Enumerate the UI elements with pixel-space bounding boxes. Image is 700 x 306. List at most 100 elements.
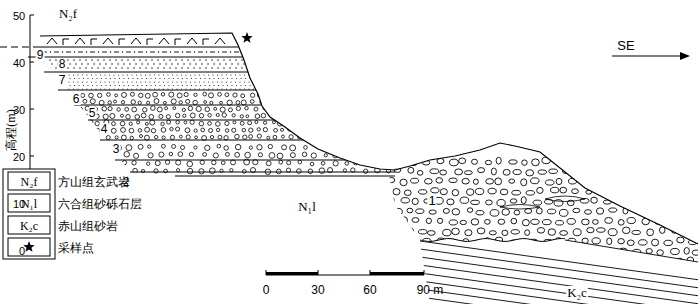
gravel-pebble — [333, 161, 338, 166]
sand-dot — [163, 59, 164, 60]
gravel-pebble — [599, 170, 605, 174]
fine-dot — [132, 82, 133, 83]
label-holder: 9 — [36, 46, 45, 62]
gravel-pebble — [597, 250, 602, 254]
gravel-pebble — [416, 209, 424, 214]
silt-dash — [114, 52, 119, 53]
ground-profile — [40, 33, 698, 244]
gravel-pebble — [366, 153, 372, 159]
gravel-pebble — [694, 228, 700, 235]
gravel-pebble — [179, 135, 182, 138]
fine-dot — [208, 82, 209, 83]
silt-dash — [66, 52, 71, 53]
basalt-mark — [147, 39, 153, 45]
gravel-pebble — [551, 247, 557, 252]
fine-dot — [114, 89, 115, 90]
fine-dot — [195, 89, 196, 90]
gravel-pebble — [170, 135, 174, 139]
fine-dot — [226, 82, 227, 83]
gravel-pebble — [175, 113, 179, 117]
fine-dot — [118, 82, 119, 83]
basalt-mark — [47, 38, 57, 44]
gravel-pebble — [80, 122, 83, 125]
gravel-pebble — [511, 218, 517, 224]
fine-dot — [91, 89, 92, 90]
fine-dot — [154, 82, 155, 83]
gravel-pebble — [203, 92, 207, 96]
sand-dot — [51, 63, 52, 64]
gravel-pebble — [537, 187, 543, 193]
layer-number: 8 — [58, 58, 67, 70]
gravel-pebble — [172, 144, 176, 148]
gravel-pebble — [560, 231, 568, 236]
gravel-pebble — [525, 230, 530, 236]
gravel-pebble — [472, 159, 478, 164]
gravel-pebble — [169, 92, 174, 97]
fine-dot — [110, 85, 111, 86]
gravel-pebble — [407, 208, 413, 213]
fine-dot — [74, 78, 75, 79]
fine-dot — [83, 85, 84, 86]
gravel-pebble — [582, 219, 590, 225]
fine-dot — [218, 85, 219, 86]
sand-dot — [201, 63, 202, 64]
gravel-pebble — [78, 114, 82, 118]
sand-dot — [134, 51, 135, 52]
gravel-pebble — [526, 191, 534, 196]
gravel-pebble — [559, 209, 568, 216]
sand-dot — [87, 63, 88, 64]
gravel-pebble — [205, 107, 210, 112]
gravel-pebble — [129, 128, 134, 133]
gravel-pebble — [81, 93, 85, 97]
gravel-pebble — [416, 250, 425, 255]
gravel-pebble — [209, 168, 215, 174]
sand-dot — [115, 67, 116, 68]
gravel-pebble — [682, 169, 689, 176]
fine-dot — [168, 89, 169, 90]
label-holder: 30 — [13, 101, 25, 117]
gravel-pebble — [618, 197, 624, 203]
sand-dot — [129, 63, 130, 64]
unit-code: K₂c — [566, 286, 588, 299]
silt-dash — [186, 52, 191, 53]
sand-dot — [55, 59, 56, 60]
sand-dot — [39, 63, 40, 64]
fine-dot — [146, 85, 147, 86]
fine-dot — [177, 82, 178, 83]
gravel-pebble — [587, 248, 593, 253]
gravel-pebble — [436, 178, 443, 183]
gravel-pebble — [241, 94, 245, 98]
sand-dot — [181, 59, 182, 60]
gravel-pebble — [246, 115, 249, 118]
gravel-pebble — [248, 121, 252, 125]
gravel-pebble — [286, 107, 291, 112]
sand-dot — [73, 67, 74, 68]
fine-dot — [250, 85, 251, 86]
gravel-pebble — [83, 135, 87, 139]
silt-dash — [126, 52, 131, 53]
gravel-pebble — [97, 93, 101, 97]
layer-boundary — [88, 120, 275, 121]
sand-dot — [151, 59, 152, 60]
gravel-pebble — [449, 178, 457, 182]
sand-dot — [237, 63, 238, 64]
fine-dot — [222, 82, 223, 83]
fine-dot — [240, 75, 241, 76]
gravel-pebble — [141, 113, 146, 118]
gravel-pebble — [509, 160, 517, 164]
gravel-pebble — [666, 177, 672, 184]
sand-dot — [49, 67, 50, 68]
gravel-pebble — [255, 114, 260, 119]
fine-dot — [177, 89, 178, 90]
gravel-pebble — [145, 127, 150, 132]
fine-dot — [240, 82, 241, 83]
fine-dot — [254, 78, 255, 79]
gravel-pebble — [286, 122, 290, 126]
gravel-pebble — [436, 257, 442, 263]
sand-dot — [109, 67, 110, 68]
label-holder: 8 — [58, 55, 67, 71]
label-holder: 3 — [112, 140, 121, 156]
gravel-pebble — [225, 121, 229, 125]
sand-dot — [207, 63, 208, 64]
fine-dot — [190, 89, 191, 90]
